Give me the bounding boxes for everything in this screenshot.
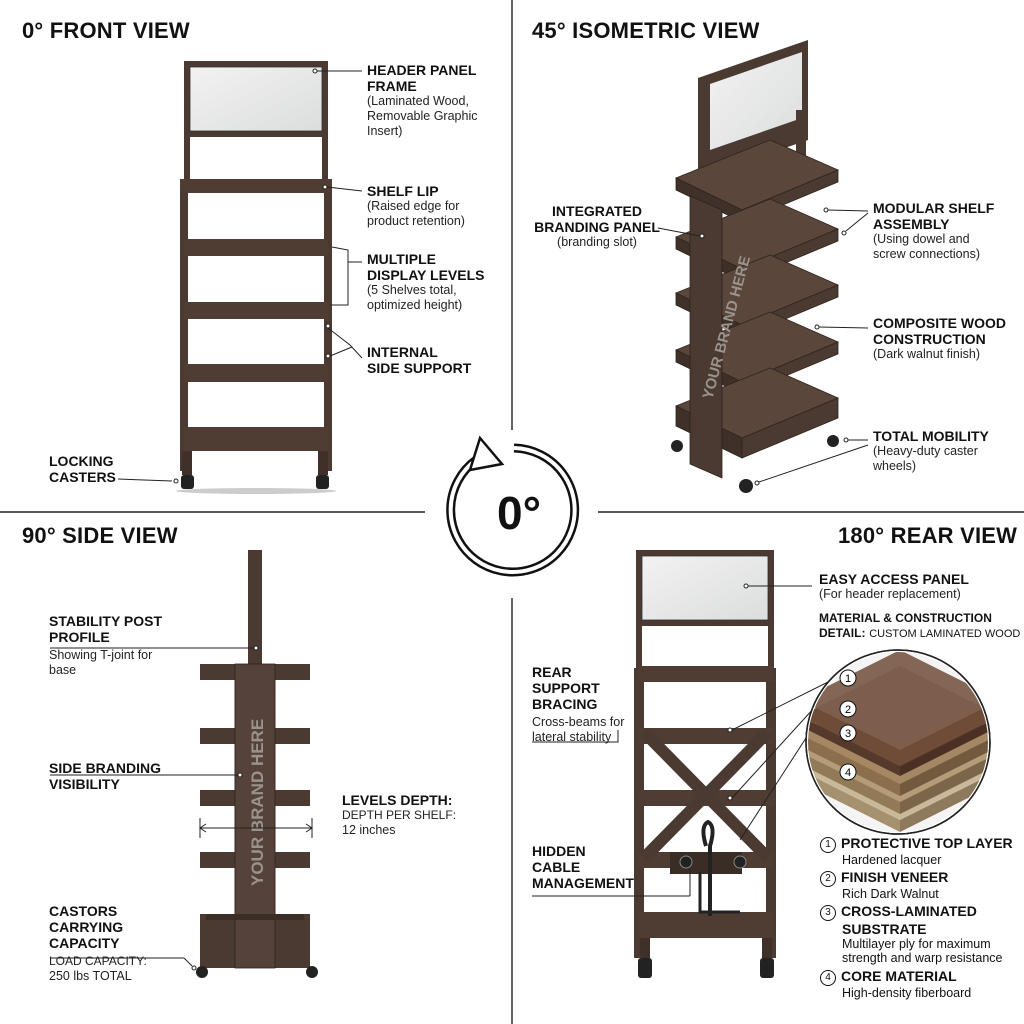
label-header-panel: HEADER PANEL FRAME (Laminated Wood, Remo… [367,62,478,138]
label-rear-bracing: REAR SUPPORT BRACING Cross-beams for lat… [532,664,625,744]
layer-marker-1: 1 [845,673,851,685]
label-display-levels: MULTIPLE DISPLAY LEVELS (5 Shelves total… [367,251,485,312]
label-side-branding: SIDE BRANDING VISIBILITY [49,760,162,792]
label-material-construction: MATERIAL & CONSTRUCTION DETAIL: CUSTOM L… [819,611,1021,640]
isometric-view-title: 45° ISOMETRIC VIEW [532,18,760,43]
front-leaders [117,68,363,484]
label-hidden-cable: HIDDEN CABLE MANAGEMENT [532,843,634,891]
rotation-icon [446,435,580,577]
rear-leaders [532,583,837,897]
side-brand-text: YOUR BRAND HERE [248,719,267,886]
isometric-rack: YOUR BRAND HERE [671,40,840,493]
iso-leaders [657,207,869,486]
label-branding-panel: INTEGRATED BRANDING PANEL (branding slot… [534,203,660,249]
front-view-rack [176,61,336,494]
label-castors-capacity: CASTORS CARRYING CAPACITY LOAD CAPACITY:… [49,903,147,983]
label-stability-post: STABILITY POST PROFILE Showing T-joint f… [49,613,163,677]
rear-view-rack [634,550,776,978]
rear-view-title: 180° REAR VIEW [838,523,1018,548]
label-modular-shelf: MODULAR SHELF ASSEMBLY (Using dowel and … [873,200,995,261]
label-levels-depth: LEVELS DEPTH: DEPTH PER SHELF: 12 inches [342,792,457,837]
side-leaders [50,645,313,971]
label-total-mobility: TOTAL MOBILITY (Heavy-duty caster wheels… [873,428,989,473]
label-internal-support: INTERNAL SIDE SUPPORT [367,344,472,376]
layer-marker-2: 2 [845,704,851,716]
side-view-rack: YOUR BRAND HERE [196,550,318,978]
label-composite-wood: COMPOSITE WOOD CONSTRUCTION (Dark walnut… [873,315,1006,361]
layer-marker-4: 4 [845,767,851,779]
label-easy-access: EASY ACCESS PANEL (For header replacemen… [819,571,969,601]
label-locking-casters: LOCKING CASTERS [49,453,116,485]
rotation-angle-label: 0° [497,487,541,539]
label-shelf-lip: SHELF LIP (Raised edge for product reten… [367,183,465,228]
front-view-title: 0° FRONT VIEW [22,18,190,43]
side-view-title: 90° SIDE VIEW [22,523,178,548]
layer-marker-3: 3 [845,728,851,740]
material-layers-detail: 1 2 3 4 [805,649,991,835]
